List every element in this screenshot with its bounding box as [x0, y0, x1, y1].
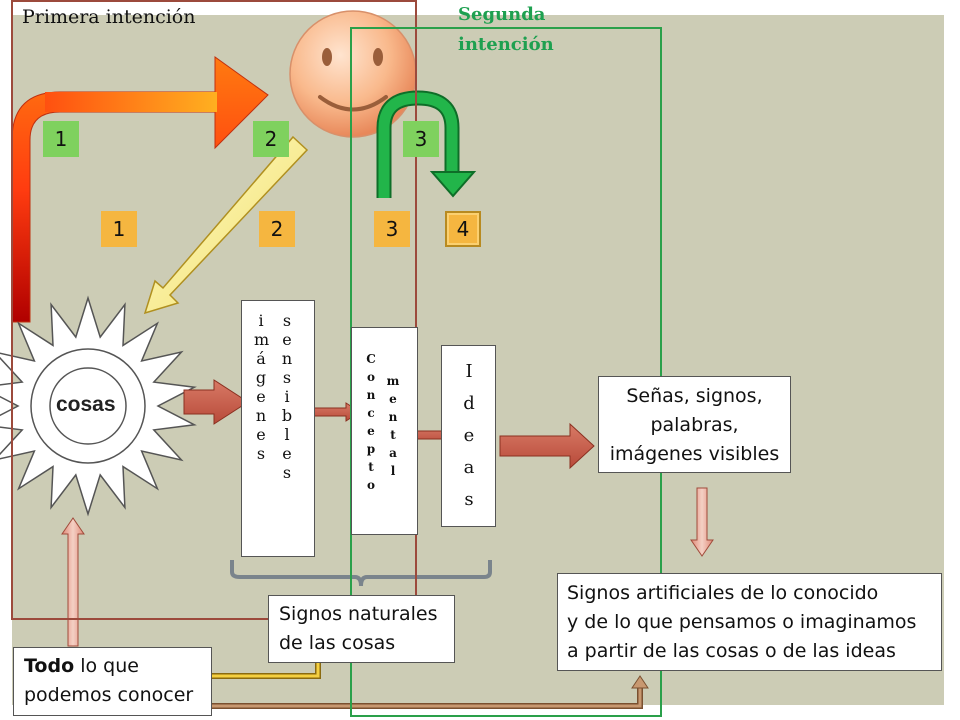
title-segunda-intencion: Segunda intención: [458, 0, 554, 60]
orange-badge-2: 2: [259, 211, 295, 247]
green-badge-1: 1: [43, 121, 79, 157]
sun-icon: [0, 295, 197, 517]
green-badge-3: 3: [403, 121, 439, 157]
senas-line1: Señas, signos,: [626, 385, 763, 407]
letter: C: [366, 352, 376, 366]
letter: s: [282, 463, 292, 482]
letter: e: [282, 330, 292, 349]
naturales-text: Signos naturales de las cosas: [279, 600, 438, 658]
letter: s: [256, 444, 266, 463]
artificiales-line3: a partir de las cosas o de las ideas: [567, 640, 896, 662]
letter: g: [255, 368, 267, 387]
naturales-line1: Signos naturales: [279, 603, 438, 625]
letter: c: [367, 406, 375, 420]
letter: á: [256, 349, 266, 368]
arrow-senas-to-artificiales: [690, 487, 714, 557]
letter: s: [282, 311, 292, 330]
letter: p: [366, 442, 376, 456]
letter: e: [282, 444, 292, 463]
orange-badge-4: 4: [445, 211, 481, 247]
todo-line2: podemos conocer: [24, 684, 194, 706]
letter: I: [465, 361, 473, 382]
fire-arrow-shaft: [45, 92, 217, 112]
letter: e: [389, 392, 397, 406]
letter: e: [463, 425, 475, 446]
arrow-cosas-to-imagenes: [183, 379, 249, 425]
senas-line3: imágenes visibles: [609, 443, 780, 465]
green-uturn-arrow: [376, 90, 477, 198]
orange-badge-3: 3: [374, 211, 410, 247]
todo-rest: lo que: [74, 655, 139, 677]
letter: a: [389, 446, 397, 460]
title-segunda-line2: intención: [458, 34, 554, 55]
title-primera-intencion: Primera intención: [22, 6, 196, 28]
orange-badge-1: 1: [101, 211, 137, 247]
signos-artificiales-box: Signos artificiales de lo conocido y de …: [557, 573, 942, 671]
senas-line2: palabras,: [650, 414, 739, 436]
letter: m: [386, 374, 400, 388]
letter: n: [388, 410, 398, 424]
letter: i: [284, 387, 290, 406]
cosas-label: cosas: [56, 393, 116, 416]
title-segunda-line1: Segunda: [458, 4, 546, 25]
letter: d: [463, 393, 475, 414]
letter: t: [368, 460, 374, 474]
artificiales-line2: y de lo que pensamos o imaginamos: [567, 611, 917, 633]
letter: s: [464, 489, 474, 510]
letter: e: [256, 425, 266, 444]
letter: o: [366, 370, 375, 384]
green-badge-2: 2: [253, 121, 289, 157]
senas-text: Señas, signos, palabras, imágenes visibl…: [599, 382, 790, 469]
arrow-ideas-to-senas: [499, 422, 595, 470]
letter: m: [254, 330, 270, 349]
todo-text: Todo lo que podemos conocer: [24, 652, 193, 710]
letter: e: [256, 387, 266, 406]
letter: n: [366, 388, 376, 402]
arrow-todo-to-cosas: [61, 517, 85, 647]
letter: o: [366, 478, 375, 492]
artificiales-line1: Signos artificiales de lo conocido: [567, 582, 879, 604]
naturales-line2: de las cosas: [279, 632, 396, 654]
letter: a: [463, 457, 475, 478]
letter: b: [281, 406, 293, 425]
letter: t: [390, 428, 396, 442]
todo-line1: Todo lo que: [24, 652, 193, 681]
todo-bold: Todo: [24, 655, 75, 677]
signos-naturales-box: Signos naturales de las cosas: [268, 595, 455, 663]
letter: l: [284, 425, 290, 444]
letter: n: [255, 406, 267, 425]
letter: s: [282, 368, 292, 387]
frame-primera-intencion: [11, 0, 417, 620]
brace-natural-signs: [230, 560, 492, 587]
letter: l: [390, 464, 396, 478]
yellow-diagonal-arrow: [143, 135, 309, 315]
connector-todo-to-artificiales-inner: [212, 686, 642, 708]
letter: n: [281, 349, 293, 368]
letter: i: [258, 311, 264, 330]
connector-todo-to-artificiales-head: [631, 675, 649, 689]
artificiales-text: Signos artificiales de lo conocido y de …: [567, 579, 916, 666]
senas-box: Señas, signos, palabras, imágenes visibl…: [598, 376, 791, 473]
letter: e: [367, 424, 375, 438]
todo-box: Todo lo que podemos conocer: [13, 647, 212, 716]
